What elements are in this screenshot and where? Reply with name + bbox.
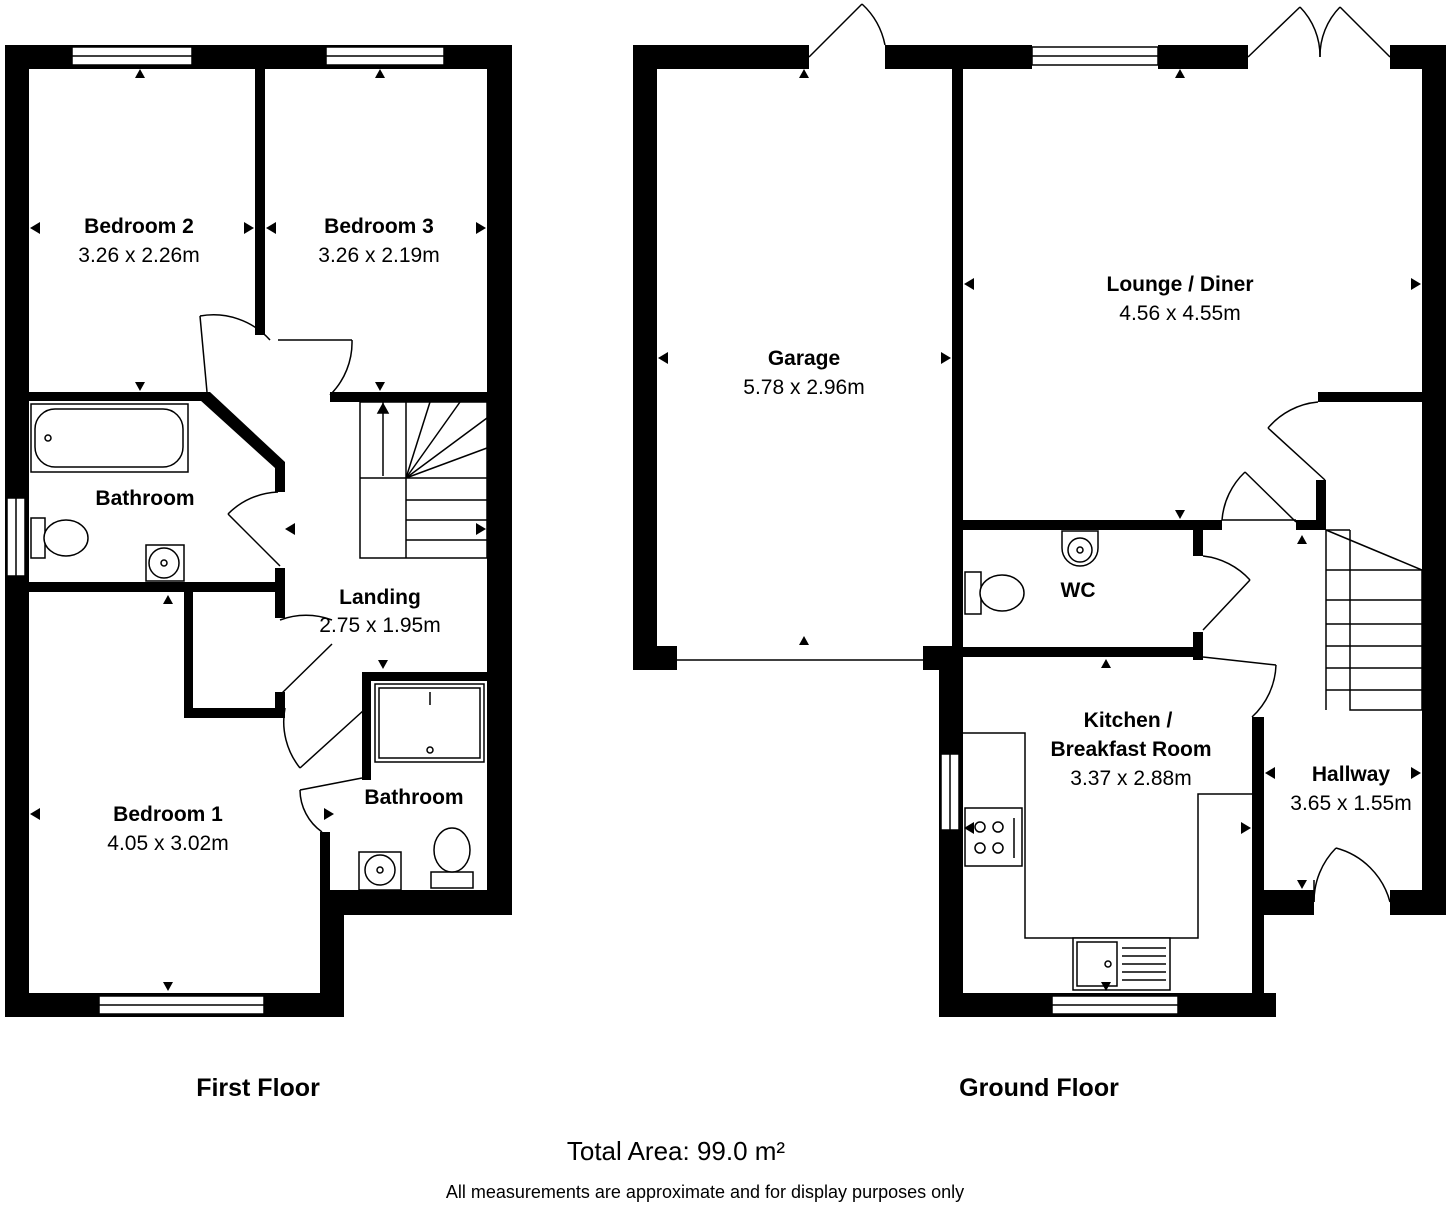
room-dimensions: 2.75 x 1.95m [319, 614, 440, 637]
ground-floor-doors [677, 3, 1391, 903]
room-name: Landing [339, 586, 421, 609]
floor-label-first: First Floor [196, 1074, 320, 1102]
ground-floor-windows [940, 46, 1179, 1015]
first-floor-doors [199, 314, 365, 833]
total-area: Total Area: 99.0 m² [567, 1136, 786, 1166]
room-name: Bedroom 3 [324, 215, 434, 238]
room-name: WC [1061, 579, 1096, 602]
room-dimensions: 3.37 x 2.88m [1070, 767, 1191, 790]
room-name: Lounge / Diner [1107, 273, 1254, 296]
ground-floor-labels: Garage 5.78 x 2.96m Lounge / Diner 4.56 … [743, 273, 1411, 815]
room-name: Bedroom 2 [84, 215, 194, 238]
room-name: Hallway [1312, 763, 1391, 786]
first-floor-plan: Bedroom 2 3.26 x 2.26m Bedroom 3 3.26 x … [5, 45, 512, 1017]
first-floor-windows [6, 46, 445, 1015]
ground-floor-dimension-arrows [658, 69, 1421, 991]
first-floor-labels: Bedroom 2 3.26 x 2.26m Bedroom 3 3.26 x … [78, 215, 463, 855]
room-name: Bathroom [364, 786, 463, 809]
room-dimensions: 3.26 x 2.19m [318, 244, 439, 267]
ground-floor-stairs [1325, 529, 1423, 711]
first-floor-stairs [359, 401, 488, 559]
room-name: Garage [768, 347, 840, 370]
room-name: Bathroom [95, 487, 194, 510]
room-dimensions: 4.56 x 4.55m [1119, 302, 1240, 325]
room-name: Kitchen / [1084, 709, 1173, 732]
room-dimensions: 3.26 x 2.26m [78, 244, 199, 267]
floor-label-ground: Ground Floor [959, 1074, 1119, 1102]
room-name-line2: Breakfast Room [1050, 738, 1211, 761]
first-floor-fixtures [30, 403, 485, 891]
room-dimensions: 5.78 x 2.96m [743, 376, 864, 399]
ground-floor-walls [633, 45, 1446, 1017]
captions: First Floor Ground Floor Total Area: 99.… [196, 1074, 1119, 1202]
ground-floor-plan: Garage 5.78 x 2.96m Lounge / Diner 4.56 … [633, 3, 1446, 1017]
room-dimensions: 4.05 x 3.02m [107, 832, 228, 855]
first-floor-dimension-arrows [30, 69, 486, 991]
room-name: Bedroom 1 [113, 803, 223, 826]
ground-floor-fixtures [963, 530, 1252, 991]
room-dimensions: 3.65 x 1.55m [1290, 792, 1411, 815]
disclaimer: All measurements are approximate and for… [446, 1182, 964, 1202]
